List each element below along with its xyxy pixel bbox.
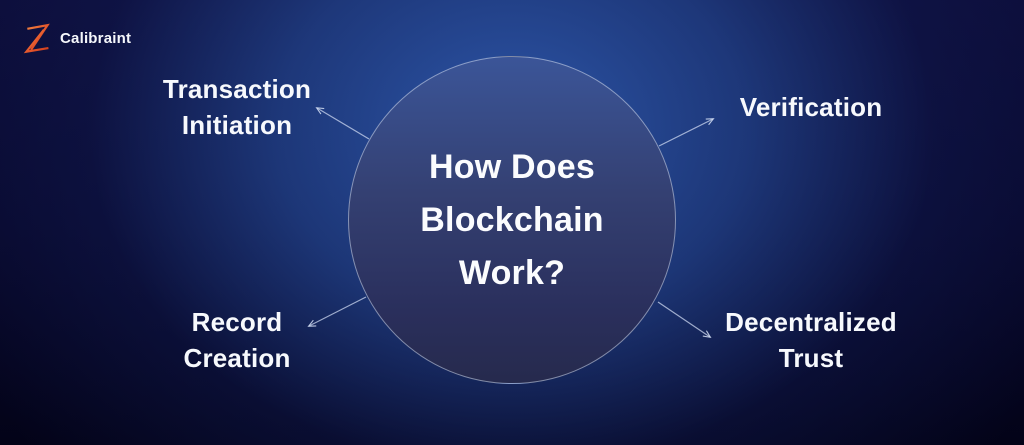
node-label-line: Decentralized	[725, 307, 897, 337]
center-title: How Does Blockchain Work?	[420, 141, 603, 300]
node-label-decentralized-trust: Decentralized Trust	[690, 304, 932, 376]
brand-name: Calibraint	[60, 29, 132, 47]
connector-record-creation	[307, 296, 367, 327]
brand-logo: Calibraint	[20, 20, 131, 56]
node-label-line: Creation	[183, 343, 291, 373]
center-title-line-3: Work?	[458, 253, 566, 292]
node-label-line: Initiation	[181, 110, 293, 140]
node-label-line: Trust	[778, 343, 844, 373]
connector-transaction-initiation	[315, 107, 370, 140]
center-circle: How Does Blockchain Work?	[348, 56, 676, 384]
node-label-line: Record	[191, 307, 283, 337]
center-title-line-2: Blockchain	[420, 200, 604, 239]
connector-decentralized-trust	[657, 301, 712, 339]
node-label-transaction-initiation: Transaction Initiation	[118, 71, 356, 143]
node-label-record-creation: Record Creation	[118, 304, 356, 376]
node-label-line: Verification	[739, 92, 883, 122]
node-label-line: Transaction	[162, 74, 312, 104]
connector-verification	[658, 118, 715, 147]
center-title-line-1: How Does	[429, 147, 595, 186]
calibraint-logo-icon	[23, 23, 50, 54]
node-label-verification: Verification	[700, 89, 922, 125]
